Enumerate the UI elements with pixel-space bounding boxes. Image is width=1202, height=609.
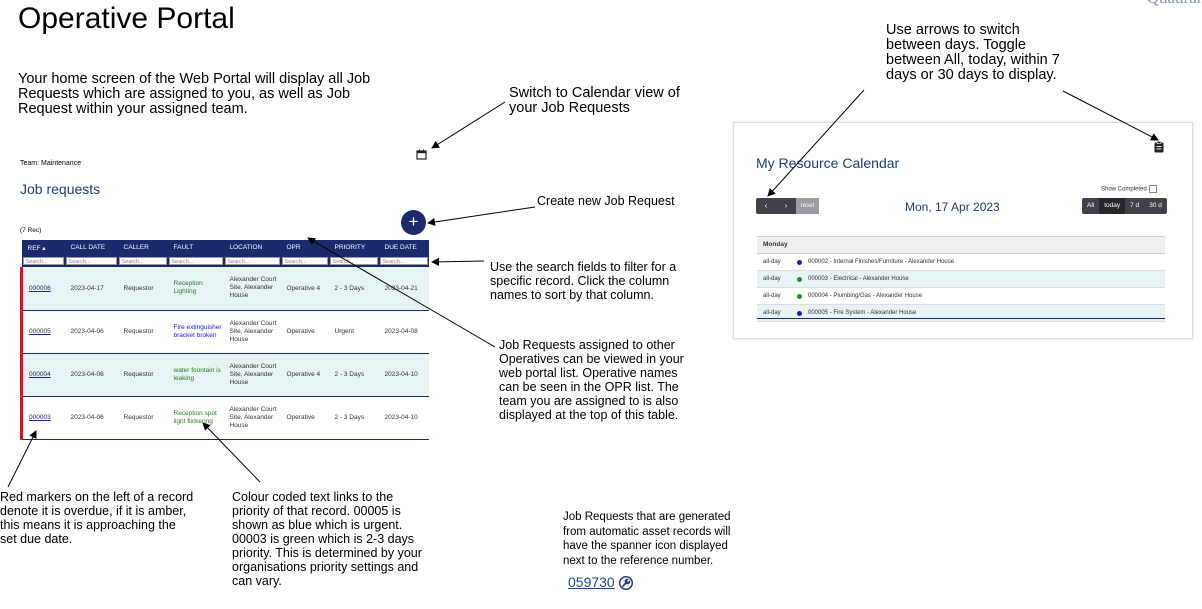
search-due-date-input[interactable]: Search... — [379, 257, 428, 265]
column-header-due-date[interactable]: DUE DATE — [378, 240, 429, 255]
table-row[interactable]: 000006 2023-04-17 Requestor Reception Li… — [20, 267, 429, 311]
note-create: Create new Job Request — [537, 194, 675, 208]
column-header-ref[interactable]: REF ▴ — [21, 240, 65, 255]
call-date-cell: 2023-04-06 — [64, 353, 118, 397]
job-requests-title: Job requests — [20, 181, 101, 197]
column-header-call-date[interactable]: CALL DATE — [64, 240, 118, 255]
search-priority-input[interactable]: Search... — [329, 257, 378, 265]
fault-link[interactable]: Fire extinguisher bracket broken — [173, 323, 222, 339]
ref-link[interactable]: 000004 — [29, 371, 51, 378]
event-dot — [797, 311, 802, 316]
spanner-ref-link[interactable]: 059730 — [568, 574, 615, 590]
table-row[interactable]: 000003 2023-04-06 Requestor Reception sp… — [20, 396, 429, 440]
fault-link[interactable]: water fountain is leaking — [173, 366, 221, 382]
note-home: Your home screen of the Web Portal will … — [18, 71, 371, 117]
caller-cell: Requestor — [117, 396, 168, 440]
call-date-cell: 2023-04-17 — [64, 267, 118, 311]
calendar-current-date: Mon, 17 Apr 2023 — [905, 200, 1000, 214]
column-header-location[interactable]: LOCATION — [223, 240, 281, 255]
range-30d-button[interactable]: 30 d — [1144, 198, 1167, 214]
job-requests-table: REF ▴ CALL DATE CALLER FAULT LOCATION OP… — [20, 240, 429, 440]
priority-cell: 2 - 3 Days — [328, 396, 379, 440]
note-colour: Colour coded text links to the priority … — [232, 490, 422, 588]
reset-button[interactable]: reset — [796, 198, 819, 214]
search-call-date-input[interactable]: Search... — [65, 257, 117, 265]
priority-cell: 2 - 3 Days — [328, 267, 379, 311]
due-date-cell: 2023-04-21 — [378, 267, 429, 311]
location-cell: Alexander Court Site, Alexander House — [229, 405, 277, 429]
table-row[interactable]: 000004 2023-04-06 Requestor water founta… — [20, 353, 429, 397]
note-markers: Red markers on the left of a record deno… — [0, 490, 194, 546]
caller-cell: Requestor — [117, 267, 168, 311]
column-header-caller[interactable]: CALLER — [117, 240, 168, 255]
note-auto: Job Requests that are generated from aut… — [563, 511, 731, 567]
column-header-opr[interactable]: OPR — [280, 240, 329, 255]
show-completed-toggle[interactable]: Show Completed — [1101, 185, 1157, 193]
brand-logo-text: Quadrant — [1147, 0, 1202, 8]
call-date-cell: 2023-04-06 — [64, 310, 118, 354]
page-title: Operative Portal — [18, 2, 235, 35]
record-count: (7 Rec) — [20, 227, 42, 234]
caller-cell: Requestor — [117, 310, 168, 354]
range-7d-button[interactable]: 7 d — [1125, 198, 1145, 214]
opr-cell: Operative — [280, 310, 329, 354]
column-header-priority[interactable]: PRIORITY — [328, 240, 379, 255]
location-cell: Alexander Court Site, Alexander House — [229, 276, 277, 300]
due-date-cell: 2023-04-08 — [378, 310, 429, 354]
opr-cell: Operative 4 — [280, 353, 329, 397]
note-calendar-view: Switch to Calendar view of your Job Requ… — [509, 85, 680, 116]
team-label: Team: Maintenance — [20, 160, 82, 167]
range-all-button[interactable]: All — [1082, 198, 1100, 214]
due-date-cell: 2023-04-10 — [378, 353, 429, 397]
search-opr-input[interactable]: Search... — [281, 257, 328, 265]
search-caller-input[interactable]: Search... — [118, 257, 167, 265]
search-ref-input[interactable]: Search... — [22, 257, 64, 265]
event-dot — [797, 294, 802, 299]
show-completed-checkbox[interactable] — [1148, 185, 1157, 193]
column-header-fault[interactable]: FAULT — [167, 240, 224, 255]
call-date-cell: 2023-04-06 — [64, 396, 118, 440]
ref-link[interactable]: 000005 — [29, 328, 51, 335]
opr-cell: Operative 4 — [280, 267, 329, 311]
note-search: Use the search fields to filter for a sp… — [490, 260, 677, 302]
location-cell: Alexander Court Site, Alexander House — [229, 362, 277, 386]
ref-link[interactable]: 000003 — [29, 414, 51, 421]
opr-cell: Operative — [280, 396, 329, 440]
calendar-icon[interactable] — [416, 149, 427, 160]
event-dot — [797, 260, 802, 265]
calendar-divider — [757, 318, 1165, 319]
table-row[interactable]: 000005 2023-04-06 Requestor Fire extingu… — [20, 310, 429, 354]
note-arrows: Use arrows to switch between days. Toggl… — [886, 22, 1060, 83]
add-job-request-button[interactable]: + — [401, 210, 426, 235]
fault-link[interactable]: Reception spot light flickering — [173, 409, 217, 425]
fault-link[interactable]: Reception Lighting — [173, 280, 203, 296]
range-toggle: All today 7 d 30 d — [1082, 198, 1167, 214]
spanner-icon — [619, 576, 633, 590]
note-operatives: Job Requests assigned to other Operative… — [499, 338, 684, 422]
caller-cell: Requestor — [117, 353, 168, 397]
search-fault-input[interactable]: Search... — [168, 257, 223, 265]
next-day-button[interactable]: › — [784, 201, 788, 210]
location-cell: Alexander Court Site, Alexander House — [229, 319, 277, 343]
ref-link[interactable]: 000006 — [29, 284, 51, 292]
search-location-input[interactable]: Search... — [224, 257, 280, 265]
prev-day-button[interactable]: ‹ — [764, 201, 768, 210]
due-date-cell: 2023-04-10 — [378, 396, 429, 440]
calendar-title: My Resource Calendar — [756, 155, 900, 171]
priority-cell: Urgent — [328, 310, 379, 354]
range-today-button[interactable]: today — [1099, 198, 1126, 214]
day-header: Monday — [757, 237, 1165, 254]
priority-cell: 2 - 3 Days — [328, 353, 379, 397]
clipboard-list-icon[interactable] — [1154, 141, 1164, 153]
event-dot — [797, 277, 802, 282]
calendar-nav: ‹ › reset — [756, 198, 819, 214]
